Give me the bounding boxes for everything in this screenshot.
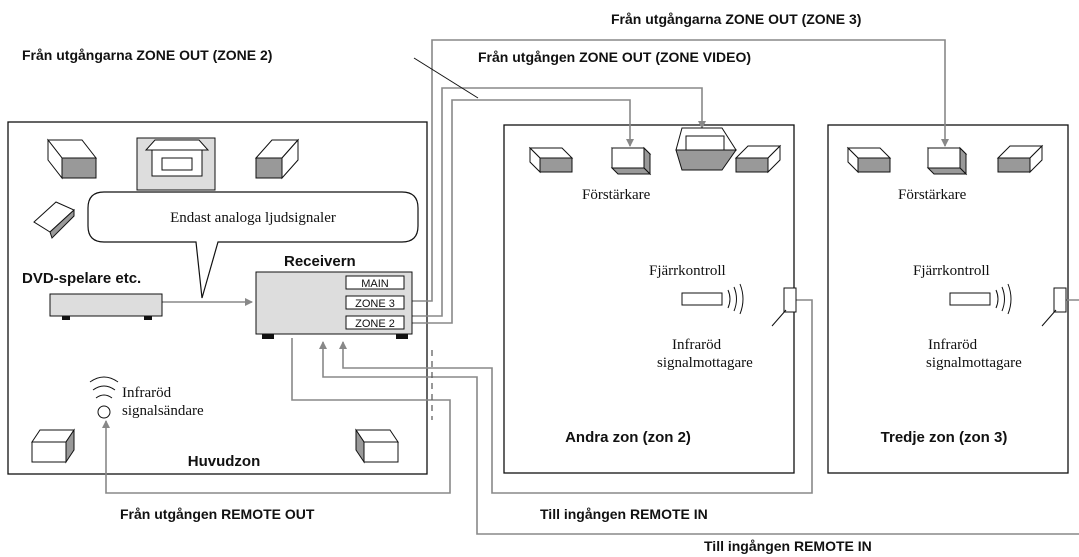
- zone3-ir-leader: [1041, 309, 1057, 327]
- speech-bubble-text: Endast analoga ljudsignaler: [170, 210, 336, 226]
- zone2-remote-label: Fjärrkontroll: [649, 263, 726, 279]
- zone3-room: [827, 124, 1069, 474]
- cable-zone2-remote-in: [339, 299, 813, 494]
- receiver-title: Receivern: [284, 253, 356, 270]
- main-rear-right-speaker: [355, 428, 399, 464]
- main-zone-name: Huvudzon: [188, 453, 261, 470]
- receiver-output-main: [345, 275, 405, 290]
- receiver-output-zone2: [345, 315, 405, 330]
- label-from-zone-video: Från utgången ZONE OUT (ZONE VIDEO): [478, 49, 751, 65]
- zone2-label-leader: [413, 57, 479, 99]
- ir-emitter-icon: [89, 376, 119, 419]
- output-label-main: MAIN: [361, 278, 389, 290]
- zone2-ir-receiver-icon: [783, 287, 797, 313]
- cable-remote-out: [102, 338, 451, 494]
- cables: [102, 39, 1079, 535]
- cable-zone3-remote-in: [323, 299, 1079, 535]
- label-from-zone3: Från utgångarna ZONE OUT (ZONE 3): [611, 11, 861, 27]
- ir-emitter-label-2: signalsändare: [122, 403, 204, 419]
- main-front-right-speaker: [254, 138, 300, 180]
- zone3-ir-label-1: Infraröd: [928, 337, 978, 353]
- receiver: MAIN ZONE 3 ZONE 2: [255, 271, 413, 339]
- main-zone-room: [7, 121, 428, 475]
- zone2-amplifier: [610, 146, 652, 176]
- zone3-name: Tredje zon (zon 3): [881, 429, 1008, 446]
- zone3-remote-icon: [949, 283, 1012, 315]
- dvd-player: [49, 293, 163, 320]
- speech-bubble: [87, 191, 419, 299]
- zone2-amplifier-label: Förstärkare: [582, 187, 651, 203]
- output-label-zone2: ZONE 2: [355, 318, 395, 330]
- zone3-ir-receiver-icon: [1053, 287, 1067, 313]
- main-side-speaker: [33, 201, 75, 239]
- main-tv-center: [136, 137, 216, 191]
- zone2-ir-label-1: Infraröd: [672, 337, 722, 353]
- main-front-left-speaker: [46, 138, 98, 180]
- zone3-amplifier: [926, 146, 968, 176]
- label-to-remote-in-zone2: Till ingången REMOTE IN: [540, 506, 708, 522]
- zone2-left-speaker: [528, 146, 574, 174]
- zone3-right-speaker: [996, 144, 1044, 174]
- zone2-remote-icon: [681, 283, 744, 315]
- zone3-ir-label-2: signalmottagare: [926, 355, 1022, 371]
- dvd-player-label: DVD-spelare etc.: [22, 270, 141, 287]
- receiver-output-zone3: [345, 295, 405, 310]
- zone2-ir-leader: [771, 309, 787, 327]
- zone2-name: Andra zon (zon 2): [565, 429, 691, 446]
- zone2-right-speaker: [734, 144, 782, 174]
- cable-zone-video-out: [412, 87, 706, 317]
- label-to-remote-in-zone3: Till ingången REMOTE IN: [704, 538, 872, 554]
- main-rear-left-speaker: [31, 428, 75, 464]
- zone2-room: [503, 124, 795, 474]
- ir-emitter-label-1: Infraröd: [122, 385, 172, 401]
- output-label-zone3: ZONE 3: [355, 298, 395, 310]
- label-from-zone2: Från utgångarna ZONE OUT (ZONE 2): [22, 47, 272, 63]
- zone2-ir-label-2: signalmottagare: [657, 355, 753, 371]
- zone3-left-speaker: [846, 146, 892, 174]
- cable-zone3-out: [412, 39, 949, 302]
- cable-zone2-out: [412, 99, 634, 324]
- zone3-amplifier-label: Förstärkare: [898, 187, 967, 203]
- label-from-remote-out: Från utgången REMOTE OUT: [120, 506, 315, 522]
- zone3-remote-label: Fjärrkontroll: [913, 263, 990, 279]
- zone2-tv: [675, 127, 737, 171]
